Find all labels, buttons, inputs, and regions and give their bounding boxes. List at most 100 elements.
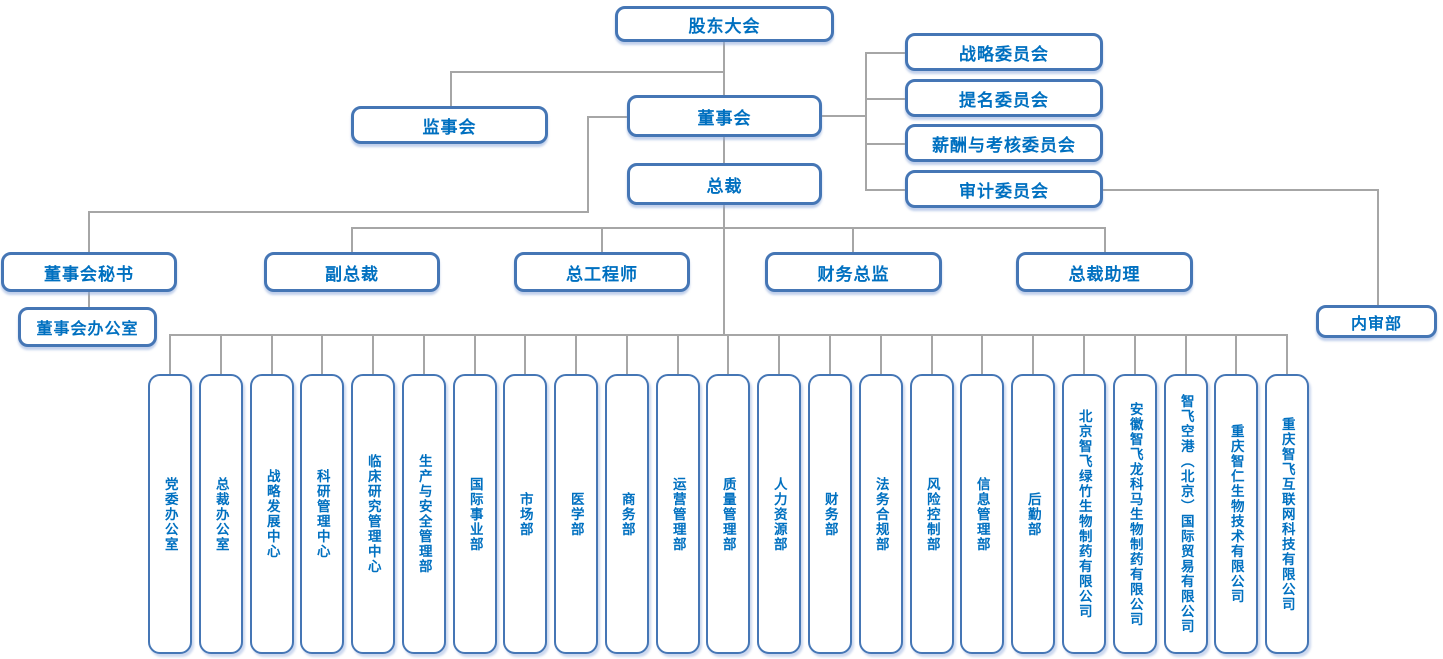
connector-line xyxy=(450,71,725,73)
org-node-president-assistant: 总裁助理 xyxy=(1016,252,1193,292)
connector-line xyxy=(852,227,854,252)
org-node-risk-control-dept: 风险控制部 xyxy=(910,374,954,654)
department-label: 生产与安全管理部 xyxy=(416,454,432,574)
connector-line xyxy=(1083,334,1085,374)
connector-line xyxy=(677,334,679,374)
connector-line xyxy=(1103,189,1379,191)
connector-line xyxy=(321,334,323,374)
department-label: 后勤部 xyxy=(1025,491,1041,537)
org-node-medical-dept: 医学部 xyxy=(554,374,598,654)
connector-line xyxy=(1235,334,1237,374)
connector-line xyxy=(865,52,867,191)
org-node-subsidiary-zhifei-konggang: 智飞空港（北京）国际贸易有限公司 xyxy=(1164,374,1208,654)
org-node-legal-compliance-dept: 法务合规部 xyxy=(859,374,903,654)
department-label: 北京智飞绿竹生物制药有限公司 xyxy=(1076,409,1092,619)
connector-line xyxy=(220,334,222,374)
department-label: 质量管理部 xyxy=(720,476,736,552)
connector-line xyxy=(626,334,628,374)
connector-line xyxy=(723,42,725,95)
org-node-research-management-center: 科研管理中心 xyxy=(300,374,344,654)
department-label: 战略发展中心 xyxy=(264,469,280,559)
connector-line xyxy=(931,334,933,374)
org-node-strategy-development-center: 战略发展中心 xyxy=(250,374,294,654)
connector-line xyxy=(88,292,90,307)
org-node-logistics-dept: 后勤部 xyxy=(1011,374,1055,654)
connector-line xyxy=(1134,334,1136,374)
department-label: 临床研究管理中心 xyxy=(365,454,381,574)
connector-line xyxy=(372,334,374,374)
org-node-remuneration-assessment-committee: 薪酬与考核委员会 xyxy=(905,124,1103,162)
org-node-audit-committee: 审计委员会 xyxy=(905,170,1103,208)
connector-line xyxy=(865,143,905,145)
org-node-supervisory-board: 监事会 xyxy=(351,106,548,144)
connector-line xyxy=(822,115,867,117)
connector-line xyxy=(88,211,589,213)
connector-line xyxy=(723,137,725,163)
connector-line xyxy=(524,334,526,374)
connector-line xyxy=(587,116,589,213)
org-node-president-office: 总裁办公室 xyxy=(199,374,243,654)
org-node-finance-dept: 财务部 xyxy=(808,374,852,654)
connector-line xyxy=(865,189,905,191)
connector-line xyxy=(575,334,577,374)
connector-line xyxy=(727,334,729,374)
org-node-subsidiary-anhui-longcoma: 安徽智飞龙科马生物制药有限公司 xyxy=(1113,374,1157,654)
department-label: 财务部 xyxy=(822,491,838,537)
connector-line xyxy=(351,227,353,252)
connector-line xyxy=(587,116,627,118)
department-label: 科研管理中心 xyxy=(314,469,330,559)
department-label: 安徽智飞龙科马生物制药有限公司 xyxy=(1127,401,1143,627)
connector-line xyxy=(865,52,905,54)
org-node-subsidiary-chongqing-zhiren: 重庆智仁生物技术有限公司 xyxy=(1214,374,1258,654)
department-label: 党委办公室 xyxy=(162,476,178,552)
org-node-commerce-dept: 商务部 xyxy=(605,374,649,654)
connector-line xyxy=(981,334,983,374)
org-node-international-business-dept: 国际事业部 xyxy=(453,374,497,654)
department-label: 智飞空港（北京）国际贸易有限公司 xyxy=(1178,394,1194,634)
org-node-strategy-committee: 战略委员会 xyxy=(905,33,1103,71)
org-node-chief-engineer: 总工程师 xyxy=(514,252,690,292)
department-label: 人力资源部 xyxy=(771,476,787,552)
connector-line xyxy=(351,227,1105,229)
org-node-information-management-dept: 信息管理部 xyxy=(960,374,1004,654)
org-node-president: 总裁 xyxy=(627,163,822,205)
connector-line xyxy=(169,334,171,374)
org-node-subsidiary-chongqing-internet: 重庆智飞互联网科技有限公司 xyxy=(1265,374,1309,654)
org-node-clinical-research-management-center: 临床研究管理中心 xyxy=(351,374,395,654)
department-label: 国际事业部 xyxy=(467,476,483,552)
org-node-internal-audit-dept: 内审部 xyxy=(1316,305,1437,338)
department-label: 重庆智飞互联网科技有限公司 xyxy=(1279,416,1295,612)
connector-line xyxy=(865,98,905,100)
connector-line xyxy=(723,205,725,335)
org-node-vice-president: 副总裁 xyxy=(264,252,440,292)
department-label: 风险控制部 xyxy=(924,476,940,552)
department-label: 医学部 xyxy=(568,491,584,537)
org-node-shareholders-meeting: 股东大会 xyxy=(615,6,834,42)
org-node-board-office: 董事会办公室 xyxy=(18,307,157,347)
connector-line xyxy=(1104,227,1106,252)
org-node-subsidiary-beijing-lvzhu: 北京智飞绿竹生物制药有限公司 xyxy=(1062,374,1106,654)
connector-line xyxy=(880,334,882,374)
connector-line xyxy=(423,334,425,374)
org-node-finance-director: 财务总监 xyxy=(765,252,942,292)
org-node-operations-management-dept: 运营管理部 xyxy=(656,374,700,654)
department-label: 信息管理部 xyxy=(974,476,990,552)
org-node-party-committee-office: 党委办公室 xyxy=(148,374,192,654)
connector-line xyxy=(1377,189,1379,305)
connector-line xyxy=(474,334,476,374)
connector-line xyxy=(1032,334,1034,374)
department-label: 商务部 xyxy=(619,491,635,537)
connector-line xyxy=(778,334,780,374)
connector-line xyxy=(1185,334,1187,374)
department-label: 运营管理部 xyxy=(670,476,686,552)
connector-line xyxy=(1286,334,1288,374)
org-node-human-resources-dept: 人力资源部 xyxy=(757,374,801,654)
connector-line xyxy=(88,211,90,252)
department-label: 重庆智仁生物技术有限公司 xyxy=(1228,424,1244,604)
org-node-marketing-dept: 市场部 xyxy=(503,374,547,654)
connector-line xyxy=(829,334,831,374)
department-label: 总裁办公室 xyxy=(213,476,229,552)
connector-line xyxy=(450,71,452,106)
department-label: 市场部 xyxy=(517,491,533,537)
